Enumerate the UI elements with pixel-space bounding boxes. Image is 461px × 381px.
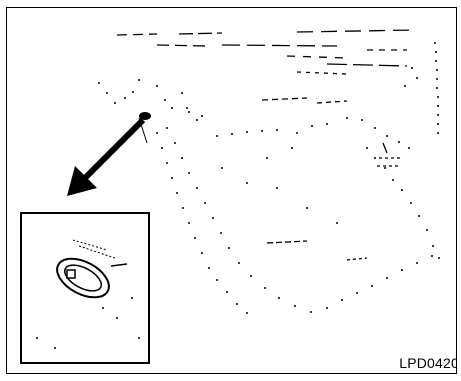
door-pillar-dots (156, 107, 433, 314)
detail-inset (20, 212, 150, 364)
dashboard-outline (116, 29, 418, 104)
dashboard-line-drawing (20, 29, 440, 364)
pointer-arrow (67, 117, 146, 196)
instrument-cluster (266, 142, 402, 261)
switch-location (138, 112, 151, 144)
figure-code: LPD0420 (399, 355, 457, 371)
figure-frame: LPD0420 (6, 7, 457, 374)
console-dots (98, 79, 440, 259)
dashboard-right-edge (404, 42, 439, 134)
